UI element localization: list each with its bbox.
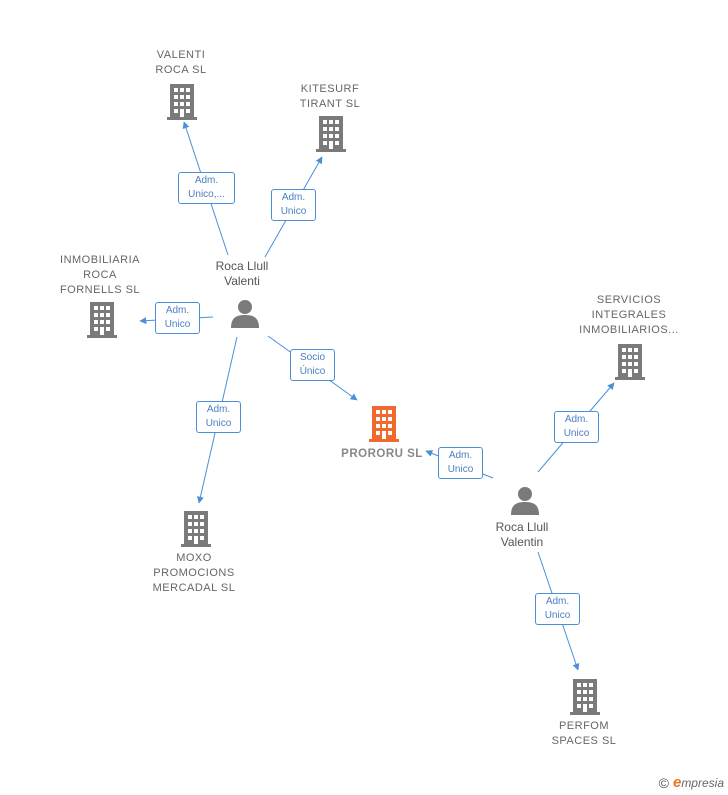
company-name-line: PRORORU SL (341, 448, 423, 460)
building-icon-kitesurf[interactable] (315, 116, 347, 152)
edge-role-line: Unico,... (188, 189, 225, 200)
person-icon-roca-valentin[interactable] (510, 485, 540, 515)
building-icon-prororu[interactable] (368, 406, 400, 442)
edge-role-line: Adm. (564, 414, 589, 425)
person-name-line: Roca Llull (215, 259, 269, 273)
edge-label-valenti-roca[interactable]: Adm. Unico,... (178, 172, 235, 204)
copyright-icon: © (658, 774, 669, 791)
company-name-line: TIRANT SL (299, 98, 361, 110)
edge-role-line: Unico (563, 428, 590, 439)
company-label-moxo[interactable]: MOXO PROMOCIONS MERCADAL SL (114, 551, 274, 596)
person-name-line: Valenti (224, 274, 260, 288)
company-name-line: FORNELLS SL (59, 284, 141, 296)
edge-label-prororu-socio[interactable]: Socio Único (290, 349, 335, 381)
person-label-roca-valentin[interactable]: Roca Llull Valentin (452, 520, 592, 550)
brand-initial: e (672, 774, 682, 791)
edge-label-moxo[interactable]: Adm. Unico (196, 401, 241, 433)
company-name-line: PERFOM (558, 720, 610, 732)
edge-role-line: Adm. (448, 450, 473, 461)
company-label-servicios[interactable]: SERVICIOS INTEGRALES INMOBILIARIOS... (549, 293, 709, 338)
company-name-line: INMOBILIARIA (60, 254, 140, 266)
company-name-line: ROCA SL (155, 64, 207, 76)
edge-label-inmobiliaria[interactable]: Adm. Unico (155, 302, 200, 334)
copyright-footer: © empresia (659, 774, 724, 791)
edge-role-line: Unico (164, 319, 191, 330)
company-name-line: KITESURF (300, 83, 360, 95)
building-icon-valenti-roca[interactable] (166, 84, 198, 120)
company-label-valenti-roca[interactable]: VALENTI ROCA SL (101, 48, 261, 78)
company-name-line: INMOBILIARIOS... (579, 324, 679, 336)
company-name-line: ROCA (83, 269, 117, 281)
edge-label-perfom[interactable]: Adm. Unico (535, 593, 580, 625)
edge-role-line: Socio (299, 352, 325, 363)
building-icon-inmobiliaria[interactable] (86, 302, 118, 338)
edge-role-line: Adm. (281, 192, 306, 203)
company-label-prororu[interactable]: PRORORU SL (302, 447, 462, 462)
person-name-line: Roca Llull (495, 520, 549, 534)
edge-role-line: Adm. (194, 175, 219, 186)
company-label-inmobiliaria[interactable]: INMOBILIARIA ROCA FORNELLS SL (20, 253, 180, 298)
person-icon-roca-valenti[interactable] (230, 298, 260, 328)
building-icon-servicios[interactable] (614, 344, 646, 380)
company-name-line: MERCADAL SL (152, 582, 236, 594)
person-label-roca-valenti[interactable]: Roca Llull Valenti (172, 259, 312, 289)
edge-role-line: Unico (205, 418, 232, 429)
company-label-perfom[interactable]: PERFOM SPACES SL (504, 719, 664, 749)
edge-role-line: Adm. (165, 305, 190, 316)
edge-role-line: Unico (447, 464, 474, 475)
edge-role-line: Adm. (545, 596, 570, 607)
edge-label-kitesurf[interactable]: Adm. Unico (271, 189, 316, 221)
edge-label-servicios[interactable]: Adm. Unico (554, 411, 599, 443)
company-name-line: SERVICIOS (596, 294, 662, 306)
company-name-line: INTEGRALES (591, 309, 667, 321)
edge-role-line: Unico (280, 206, 307, 217)
brand-text: mpresia (681, 776, 724, 790)
company-name-line: SPACES SL (551, 735, 617, 747)
edge-label-prororu-adm[interactable]: Adm. Unico (438, 447, 483, 479)
edge-role-line: Unico (544, 610, 571, 621)
person-name-line: Valentin (500, 535, 544, 549)
company-name-line: PROMOCIONS (153, 567, 235, 579)
company-label-kitesurf[interactable]: KITESURF TIRANT SL (250, 82, 410, 112)
company-name-line: VALENTI (156, 49, 206, 61)
edge-role-line: Único (299, 366, 326, 377)
brand-logo[interactable]: empresia (673, 774, 724, 791)
company-name-line: MOXO (176, 552, 212, 564)
edge-role-line: Adm. (206, 404, 231, 415)
building-icon-moxo[interactable] (180, 511, 212, 547)
building-icon-perfom[interactable] (569, 679, 601, 715)
